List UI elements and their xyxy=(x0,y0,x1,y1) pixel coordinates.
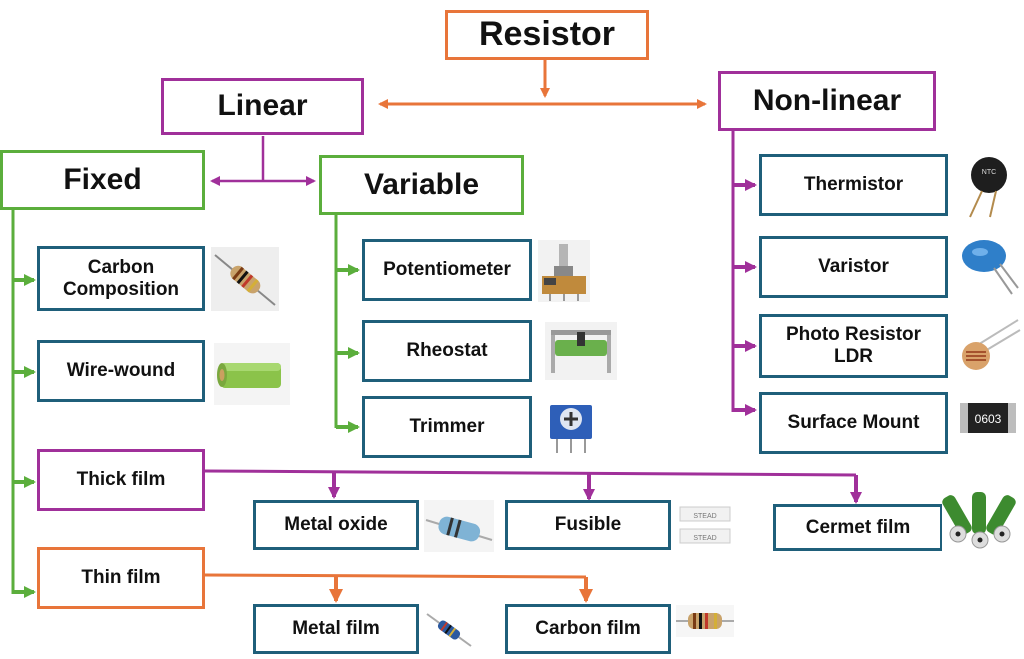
thermistor-image: NTC xyxy=(956,153,1020,219)
wire-wound-box: Wire-wound xyxy=(37,340,205,402)
fusible-label-1: STEAD xyxy=(693,513,716,520)
thin-film-box: Thin film xyxy=(37,547,205,609)
fixed-connector xyxy=(11,208,36,598)
fusible-image: STEAD STEAD xyxy=(676,501,734,551)
metal-oxide-image xyxy=(424,500,494,552)
surface-mount-image: 0603 xyxy=(954,393,1022,447)
potentiometer-box: Potentiometer xyxy=(362,239,532,301)
nonlinear-box: Non-linear xyxy=(718,71,936,131)
linear-connector xyxy=(210,136,316,186)
fixed-box: Fixed xyxy=(0,150,205,210)
resistor-box: Resistor xyxy=(445,10,649,60)
trimmer-box: Trimmer xyxy=(362,396,532,458)
thick-film-box: Thick film xyxy=(37,449,205,511)
carbon-film-image xyxy=(676,605,734,637)
linear-box: Linear xyxy=(161,78,364,135)
variable-connector xyxy=(334,213,360,433)
surface-mount-box: Surface Mount xyxy=(759,392,948,454)
photo-resistor-image xyxy=(956,316,1022,378)
thermistor-box: Thermistor xyxy=(759,154,948,216)
rheostat-image xyxy=(545,322,617,380)
trimmer-image xyxy=(545,397,597,455)
root-connector xyxy=(378,60,707,109)
smd-code-label: 0603 xyxy=(975,412,1002,426)
cermet-film-box: Cermet film xyxy=(773,504,943,551)
fusible-box: Fusible xyxy=(505,500,671,550)
carbon-composition-box: Carbon Composition xyxy=(37,246,205,311)
metal-film-box: Metal film xyxy=(253,604,419,654)
cermet-film-image xyxy=(942,488,1020,552)
nonlinear-connector xyxy=(731,131,757,416)
metal-film-image xyxy=(425,606,473,652)
thermistor-label: NTC xyxy=(982,169,996,176)
photo-resistor-box: Photo Resistor LDR xyxy=(759,314,948,378)
rheostat-box: Rheostat xyxy=(362,320,532,382)
potentiometer-image xyxy=(538,240,590,302)
thin-film-connector xyxy=(204,573,593,603)
variable-box: Variable xyxy=(319,155,524,215)
carbon-film-box: Carbon film xyxy=(505,604,671,654)
fusible-label-2: STEAD xyxy=(693,535,716,542)
varistor-box: Varistor xyxy=(759,236,948,298)
varistor-image xyxy=(954,236,1022,300)
thick-film-connector xyxy=(204,469,862,504)
wire-wound-image xyxy=(214,343,290,405)
metal-oxide-box: Metal oxide xyxy=(253,500,419,550)
carbon-composition-image xyxy=(211,247,279,311)
